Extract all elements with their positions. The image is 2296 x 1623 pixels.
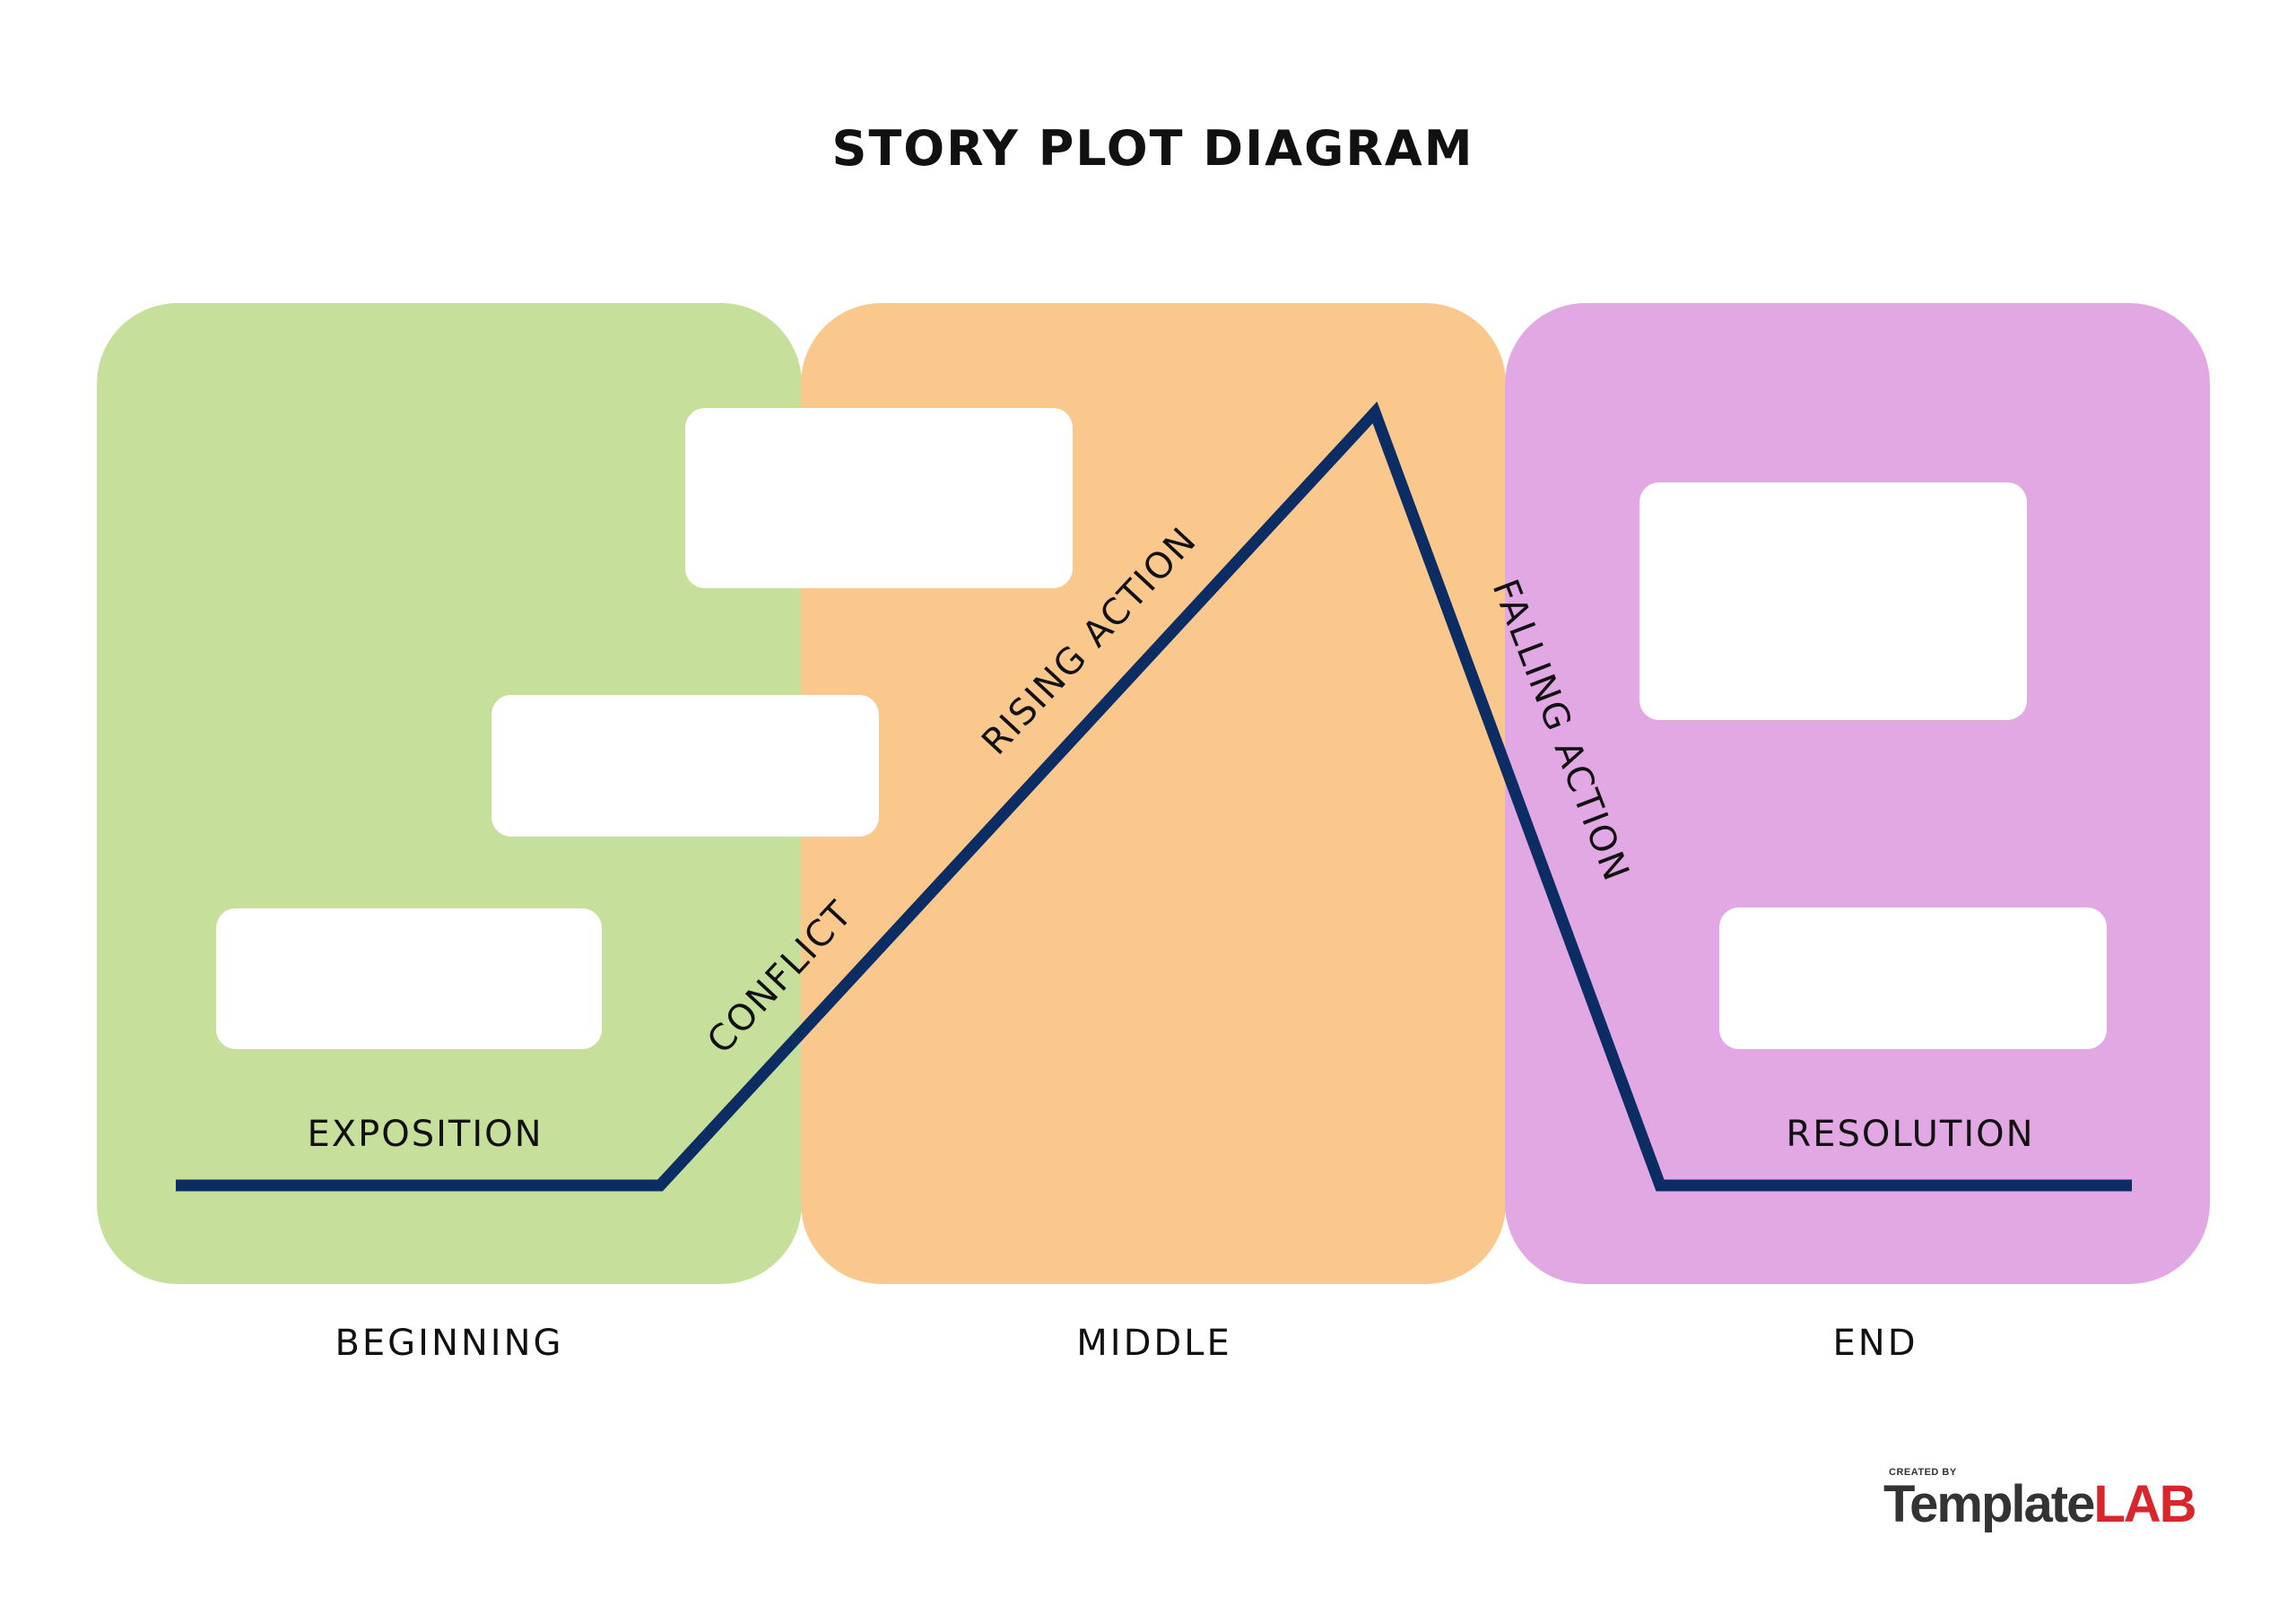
falling-action-note-box[interactable] xyxy=(1639,482,2027,720)
resolution-note-box[interactable] xyxy=(1719,907,2107,1049)
exposition-label: EXPOSITION xyxy=(307,1114,544,1155)
page-title: STORY PLOT DIAGRAM xyxy=(831,120,1474,177)
section-label-beginning: BEGINNING xyxy=(335,1323,564,1364)
templatelab-logo: CREATED BY TemplateLAB xyxy=(1883,1467,2224,1539)
logo-template-text: Template xyxy=(1883,1475,2095,1533)
logo-wordmark: TemplateLAB xyxy=(1883,1475,2197,1533)
section-label-end: END xyxy=(1832,1323,1918,1364)
climax-note-box[interactable] xyxy=(685,408,1073,588)
logo-created-by: CREATED BY xyxy=(1889,1467,1957,1478)
rising-action-note-box[interactable] xyxy=(491,695,879,837)
logo-lab-text: LAB xyxy=(2093,1475,2196,1533)
exposition-note-box[interactable] xyxy=(216,908,602,1049)
resolution-label: RESOLUTION xyxy=(1786,1114,2035,1155)
section-label-middle: MIDDLE xyxy=(1076,1323,1232,1364)
